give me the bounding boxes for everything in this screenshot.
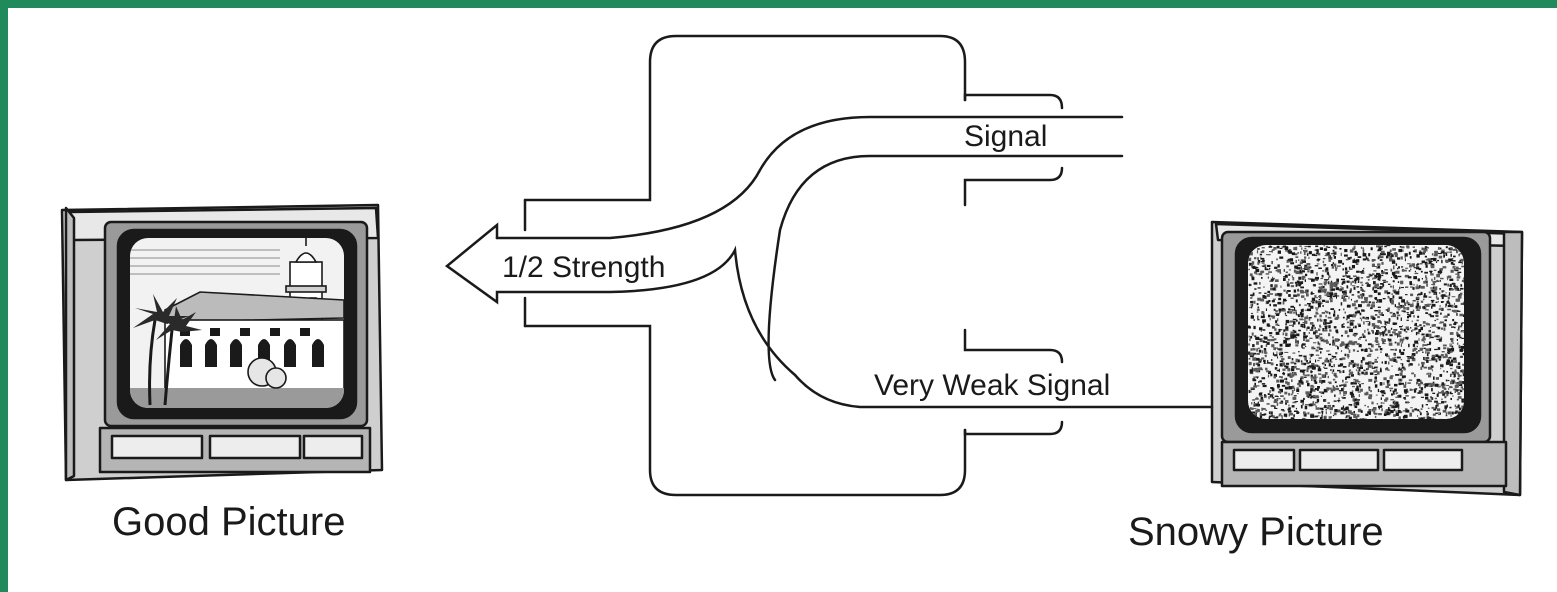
signal-label: Signal	[962, 120, 1050, 154]
splitter-housing	[523, 34, 967, 497]
good-picture-caption: Good Picture	[112, 500, 346, 544]
signal-lower-bracket	[963, 166, 1064, 207]
very-weak-signal-label: Very Weak Signal	[872, 369, 1113, 403]
frame-left-bar	[0, 0, 8, 592]
snowy-picture-caption: Snowy Picture	[1128, 510, 1384, 554]
signal-upper-bracket	[963, 93, 1064, 110]
signal-cable-top-line	[495, 115, 1124, 240]
mosque-picture	[130, 238, 344, 408]
half-strength-label: 1/2 Strength	[500, 251, 668, 285]
signal-cable-bottom-line	[767, 154, 1124, 382]
weak-upper-bracket	[963, 328, 1064, 364]
half-strength-arrow	[444, 222, 1214, 409]
weak-lower-bracket	[963, 420, 1064, 436]
cables	[444, 34, 1214, 497]
frame-top-bar	[0, 0, 1557, 8]
snow-static-pattern	[1248, 245, 1464, 419]
